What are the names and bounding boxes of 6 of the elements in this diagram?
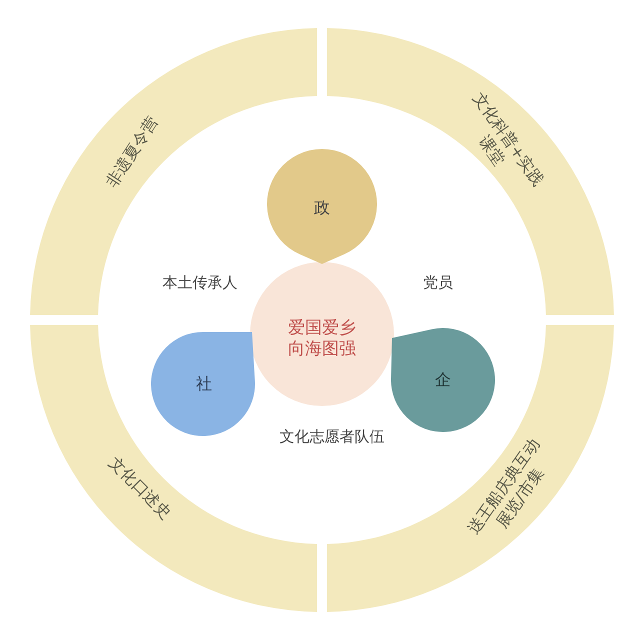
role-label: 党员 [423,274,453,292]
drop-shape: 企 [391,328,495,432]
center-circle: 爱国爱乡向海图强 [250,262,394,406]
drop-shape: 社 [151,332,255,436]
role-label: 本土传承人 [162,274,238,292]
drop-shape: 政 [267,149,377,264]
